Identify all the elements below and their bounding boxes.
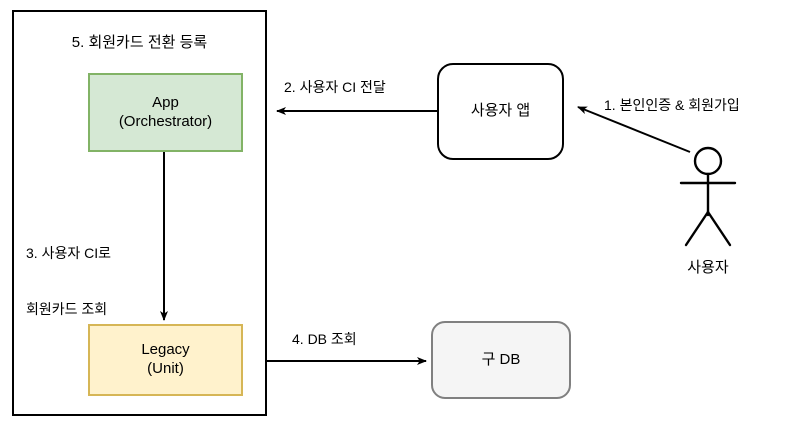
edge-label-flow3: 3. 사용자 CI로 회원카드 조회 <box>26 206 111 357</box>
edge-label-flow3-line1: 3. 사용자 CI로 <box>26 244 111 261</box>
node-legacy-line1: Legacy <box>141 341 190 359</box>
node-user-app-label: 사용자 앱 <box>470 102 531 120</box>
node-user-app[interactable]: 사용자 앱 <box>437 63 564 160</box>
node-legacy-db[interactable]: 구 DB <box>431 321 571 399</box>
edge-label-flow2: 2. 사용자 CI 전달 <box>284 79 386 95</box>
node-app[interactable]: App (Orchestrator) <box>88 73 243 152</box>
node-app-line1: App <box>152 93 179 111</box>
edge-label-flow4: 4. DB 조회 <box>292 331 357 347</box>
group-title: 5. 회원카드 전환 등록 <box>71 34 208 51</box>
group-container <box>12 10 267 416</box>
actor-label: 사용자 <box>687 259 729 276</box>
edge-label-flow1: 1. 본인인증 & 회원가입 <box>604 97 740 113</box>
edge-label-flow3-line2: 회원카드 조회 <box>26 301 108 318</box>
edge-flow1 <box>577 106 691 153</box>
node-legacy-line2: (Unit) <box>147 360 184 377</box>
node-legacy[interactable]: Legacy (Unit) <box>88 324 243 396</box>
actor-icon <box>679 146 737 247</box>
node-app-line2: (Orchestrator) <box>118 112 213 130</box>
node-legacy-db-label: 구 DB <box>481 350 521 368</box>
